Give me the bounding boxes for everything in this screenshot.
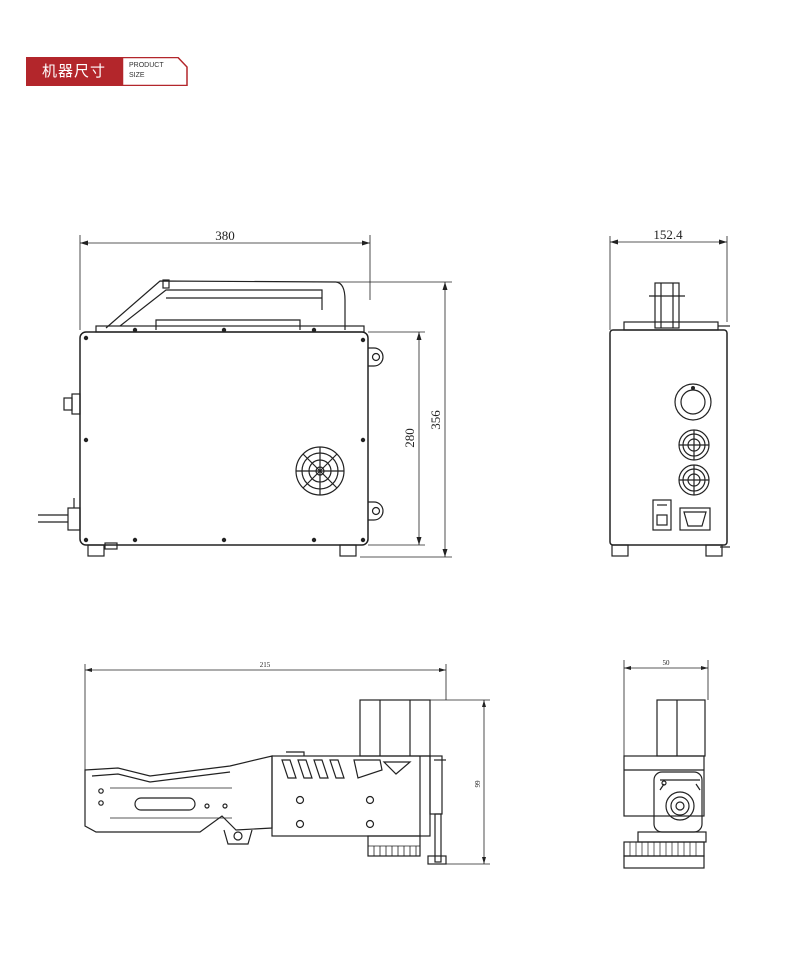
front-width-extension — [79, 235, 371, 330]
gun-end-base — [623, 855, 705, 869]
gun-end-lens-outer — [665, 791, 695, 821]
front-cable-gland — [67, 507, 81, 531]
dim-front-width: 380 — [215, 228, 235, 243]
gun-nozzle-outline — [84, 755, 273, 833]
front-foot-left — [87, 544, 105, 557]
gun-motor — [359, 699, 431, 757]
gun-nozzle-lines — [110, 787, 232, 819]
front-body-height-extension — [368, 331, 425, 546]
gun-nozzle-screw-2 — [98, 800, 104, 806]
gun-right-post — [434, 813, 442, 863]
front-rivets — [83, 327, 366, 543]
gun-right-cap — [429, 755, 443, 815]
gun-end-screw — [661, 780, 667, 786]
side-foot-right — [705, 544, 723, 557]
gun-body-hole-3 — [365, 795, 375, 805]
gun-end-collar — [637, 831, 707, 843]
side-button-led — [691, 386, 695, 390]
front-foot-right — [339, 544, 357, 557]
gun-height-extension — [430, 699, 490, 865]
front-handle-inner — [119, 289, 323, 327]
side-power-socket — [679, 507, 711, 531]
gun-vents — [281, 759, 412, 779]
header-tab-shape — [122, 57, 188, 86]
side-handle-column — [654, 282, 680, 329]
side-button — [680, 389, 706, 415]
gun-end-ring-knurl — [629, 842, 697, 856]
front-foot-clip — [104, 542, 118, 550]
gun-right-foot — [427, 855, 447, 865]
front-side-tab-top-hole — [371, 352, 381, 362]
gun-body — [271, 755, 431, 837]
front-side-tab-top — [368, 347, 384, 367]
gun-length-extension — [84, 664, 447, 770]
dim-gun-height: 99 — [474, 780, 482, 788]
gun-end-width-extension — [623, 660, 709, 756]
side-power-switch-rocker — [656, 514, 668, 526]
gun-body-hole-1 — [295, 795, 305, 805]
gun-end-view — [623, 660, 709, 869]
gun-nozzle-edge — [91, 771, 231, 783]
header-title-block: 机器尺寸 — [26, 57, 122, 86]
side-button-ring — [674, 383, 712, 421]
gun-motor-lines — [379, 700, 411, 756]
gun-nozzle-screw-3 — [204, 803, 210, 809]
header-title-cn: 机器尺寸 — [41, 62, 106, 80]
gun-side-view — [84, 664, 490, 865]
dim-gun-length: 215 — [260, 661, 271, 669]
side-power-socket-inner — [683, 511, 707, 527]
section-header: 机器尺寸 PRODUCT SIZE — [26, 57, 188, 86]
gun-body-hole-4 — [365, 819, 375, 829]
front-fan-grill — [295, 446, 345, 496]
dim-front-body-height: 280 — [402, 428, 417, 448]
front-handle-base — [155, 319, 301, 330]
side-connector-top — [678, 429, 710, 461]
side-connector-bottom — [678, 464, 710, 496]
gun-end-lens-center — [675, 801, 685, 811]
header-title-en-line2: SIZE — [129, 72, 145, 79]
gun-nozzle-screw-4 — [222, 803, 228, 809]
dim-front-total-height: 356 — [428, 410, 443, 430]
side-view — [609, 236, 730, 557]
side-foot-left — [611, 544, 629, 557]
side-body — [609, 329, 728, 546]
front-handle-pin — [162, 279, 170, 289]
gun-body-hole-2 — [295, 819, 305, 829]
gun-end-body — [623, 755, 705, 817]
side-top-lid — [623, 321, 719, 331]
front-view — [38, 235, 452, 558]
side-power-switch — [652, 499, 672, 531]
front-knob-base — [71, 393, 81, 415]
front-height-extension — [336, 281, 452, 558]
header-title-en-line1: PRODUCT — [129, 62, 164, 69]
front-side-tab-bottom — [368, 501, 384, 521]
front-knob-cap — [63, 397, 73, 411]
front-cable — [38, 514, 68, 523]
gun-nozzle-slot — [134, 797, 196, 811]
gun-nozzle-screw-1 — [98, 788, 104, 794]
gun-end-motor — [656, 699, 706, 757]
gun-trigger — [223, 829, 253, 845]
dim-side-width: 152.4 — [653, 227, 683, 242]
front-side-tab-bottom-hole — [371, 506, 381, 516]
front-handle-outline — [105, 280, 346, 330]
gun-end-lens-inner — [670, 796, 690, 816]
header-title-en: PRODUCT SIZE — [129, 61, 164, 81]
side-handle-detail — [649, 283, 685, 328]
front-body — [79, 331, 369, 546]
dim-gun-end-width: 50 — [663, 659, 671, 667]
gun-body-tab — [286, 751, 305, 756]
side-width-extension — [609, 236, 728, 330]
gun-trigger-pin — [233, 831, 243, 841]
gun-bottom-ring-knurl — [368, 845, 420, 856]
